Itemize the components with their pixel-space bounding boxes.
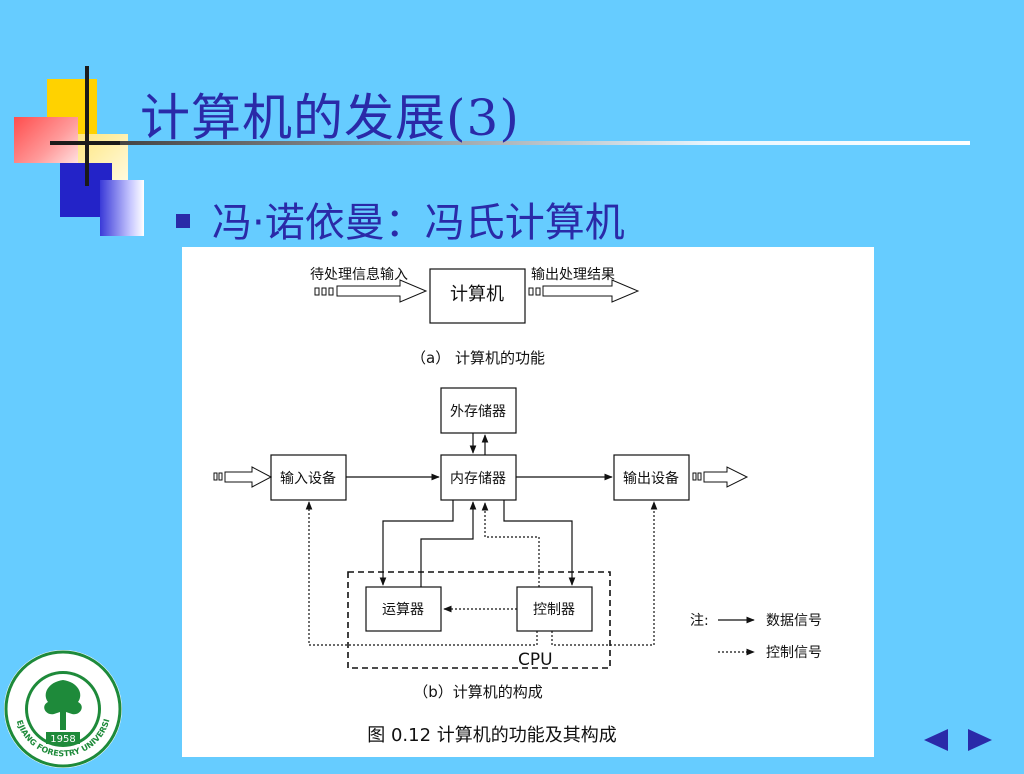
legend-note: 注: — [690, 613, 709, 629]
memory-box — [440, 454, 517, 501]
memory-label: 内存储器 — [450, 471, 506, 487]
input-label: 待处理信息输入 — [310, 266, 408, 283]
deco-square-red — [14, 117, 78, 163]
page-title-number: (3) — [446, 89, 520, 147]
von-neumann-figure: 待处理信息输入 计算机 输出处理结果 （a） 计算机的功能 外存储器 输入设备 … — [182, 247, 874, 757]
deco-vertical-line — [85, 66, 89, 186]
input-arrow-b — [213, 466, 273, 488]
external-storage-box — [440, 387, 517, 434]
previous-slide-button[interactable] — [922, 727, 950, 757]
output-arrow-a — [528, 279, 640, 303]
page-title-text: 计算机的发展 — [140, 89, 446, 147]
figure-caption: 图 0.12 计算机的功能及其构成 — [367, 725, 617, 746]
caption-a: （a） 计算机的功能 — [411, 349, 545, 367]
output-label: 输出处理结果 — [531, 267, 615, 283]
output-device-label: 输出设备 — [623, 470, 679, 487]
cpu-boundary — [347, 571, 611, 669]
logo-year: 1958 — [50, 734, 75, 745]
figure-diagram: 待处理信息输入 计算机 输出处理结果 （a） 计算机的功能 外存储器 输入设备 … — [213, 266, 822, 746]
input-device-label: 输入设备 — [280, 470, 336, 487]
control-signal-lines — [305, 501, 658, 646]
next-slide-button[interactable] — [966, 727, 994, 757]
page-title: 计算机的发展(3) — [140, 78, 520, 150]
triangle-left-icon — [924, 729, 948, 751]
deco-square-lightblue — [100, 180, 144, 236]
legend-control-signal: 控制信号 — [766, 645, 822, 661]
caption-b: （b）计算机的构成 — [413, 683, 543, 701]
alu-box — [365, 586, 442, 632]
legend-data-signal: 数据信号 — [766, 613, 822, 629]
computer-box — [429, 268, 526, 324]
controller-label: 控制器 — [533, 602, 575, 618]
triangle-right-icon — [968, 729, 992, 751]
cpu-label: CPU — [518, 650, 553, 670]
output-device-box — [613, 454, 690, 501]
title-rule-gradient — [120, 141, 970, 145]
alu-label: 运算器 — [382, 602, 424, 618]
computer-box-label: 计算机 — [450, 284, 504, 305]
input-arrow-a — [314, 279, 428, 303]
output-arrow-b — [692, 466, 749, 488]
external-storage-label: 外存储器 — [450, 404, 506, 420]
university-logo: 1958 ZHEJIANG FORESTRY UNIVERSITY — [0, 641, 124, 774]
bullet-icon — [176, 214, 190, 228]
bullet-text: 冯·诺依曼：冯氏计算机 — [212, 200, 625, 246]
data-signal-lines — [346, 433, 613, 587]
